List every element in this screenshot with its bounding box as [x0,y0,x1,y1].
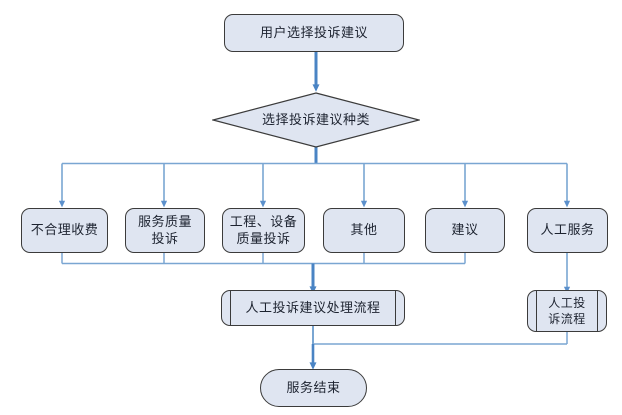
node-start-label: 用户选择投诉建议 [259,25,368,41]
node-category-suggestion[interactable]: 建议 [425,208,505,253]
node-category-unreasonable-fee[interactable]: 不合理收费 [21,208,108,253]
edge-bus-bottom [61,253,466,294]
edge-processes-to-end [309,326,568,370]
node-process-manual-complaint-handling-label: 人工投诉建议处理流程 [245,300,381,316]
node-category-unreasonable-fee-label: 不合理收费 [30,223,99,238]
predefined-right-bar [395,291,396,325]
node-category-engineering-equipment[interactable]: 工程、设备 质量投诉 [222,208,305,253]
node-decision-label: 选择投诉建议种类 [261,112,370,128]
predefined-left-bar [230,291,231,325]
edge-bus-top [58,162,571,208]
node-end[interactable]: 服务结束 [260,369,367,407]
node-decision[interactable]: 选择投诉建议种类 [212,92,420,148]
node-process-manual-complaint-flow-label: 人工投 诉流程 [548,296,586,326]
predefined-right-bar [597,291,598,331]
diamond-shape [212,92,420,148]
node-category-manual-service[interactable]: 人工服务 [527,208,608,253]
node-category-other-label: 其他 [350,223,378,238]
node-process-manual-complaint-handling[interactable]: 人工投诉建议处理流程 [221,290,405,326]
node-category-other[interactable]: 其他 [323,208,405,253]
node-process-manual-complaint-flow[interactable]: 人工投 诉流程 [527,290,607,332]
node-end-label: 服务结束 [286,380,341,396]
node-category-suggestion-label: 建议 [451,223,479,238]
predefined-left-bar [536,291,537,331]
node-category-service-quality[interactable]: 服务质量 投诉 [125,208,205,253]
node-start[interactable]: 用户选择投诉建议 [224,14,404,52]
node-category-engineering-equipment-label: 工程、设备 质量投诉 [229,214,298,247]
node-category-manual-service-label: 人工服务 [540,223,595,238]
node-category-service-quality-label: 服务质量 投诉 [137,214,192,247]
